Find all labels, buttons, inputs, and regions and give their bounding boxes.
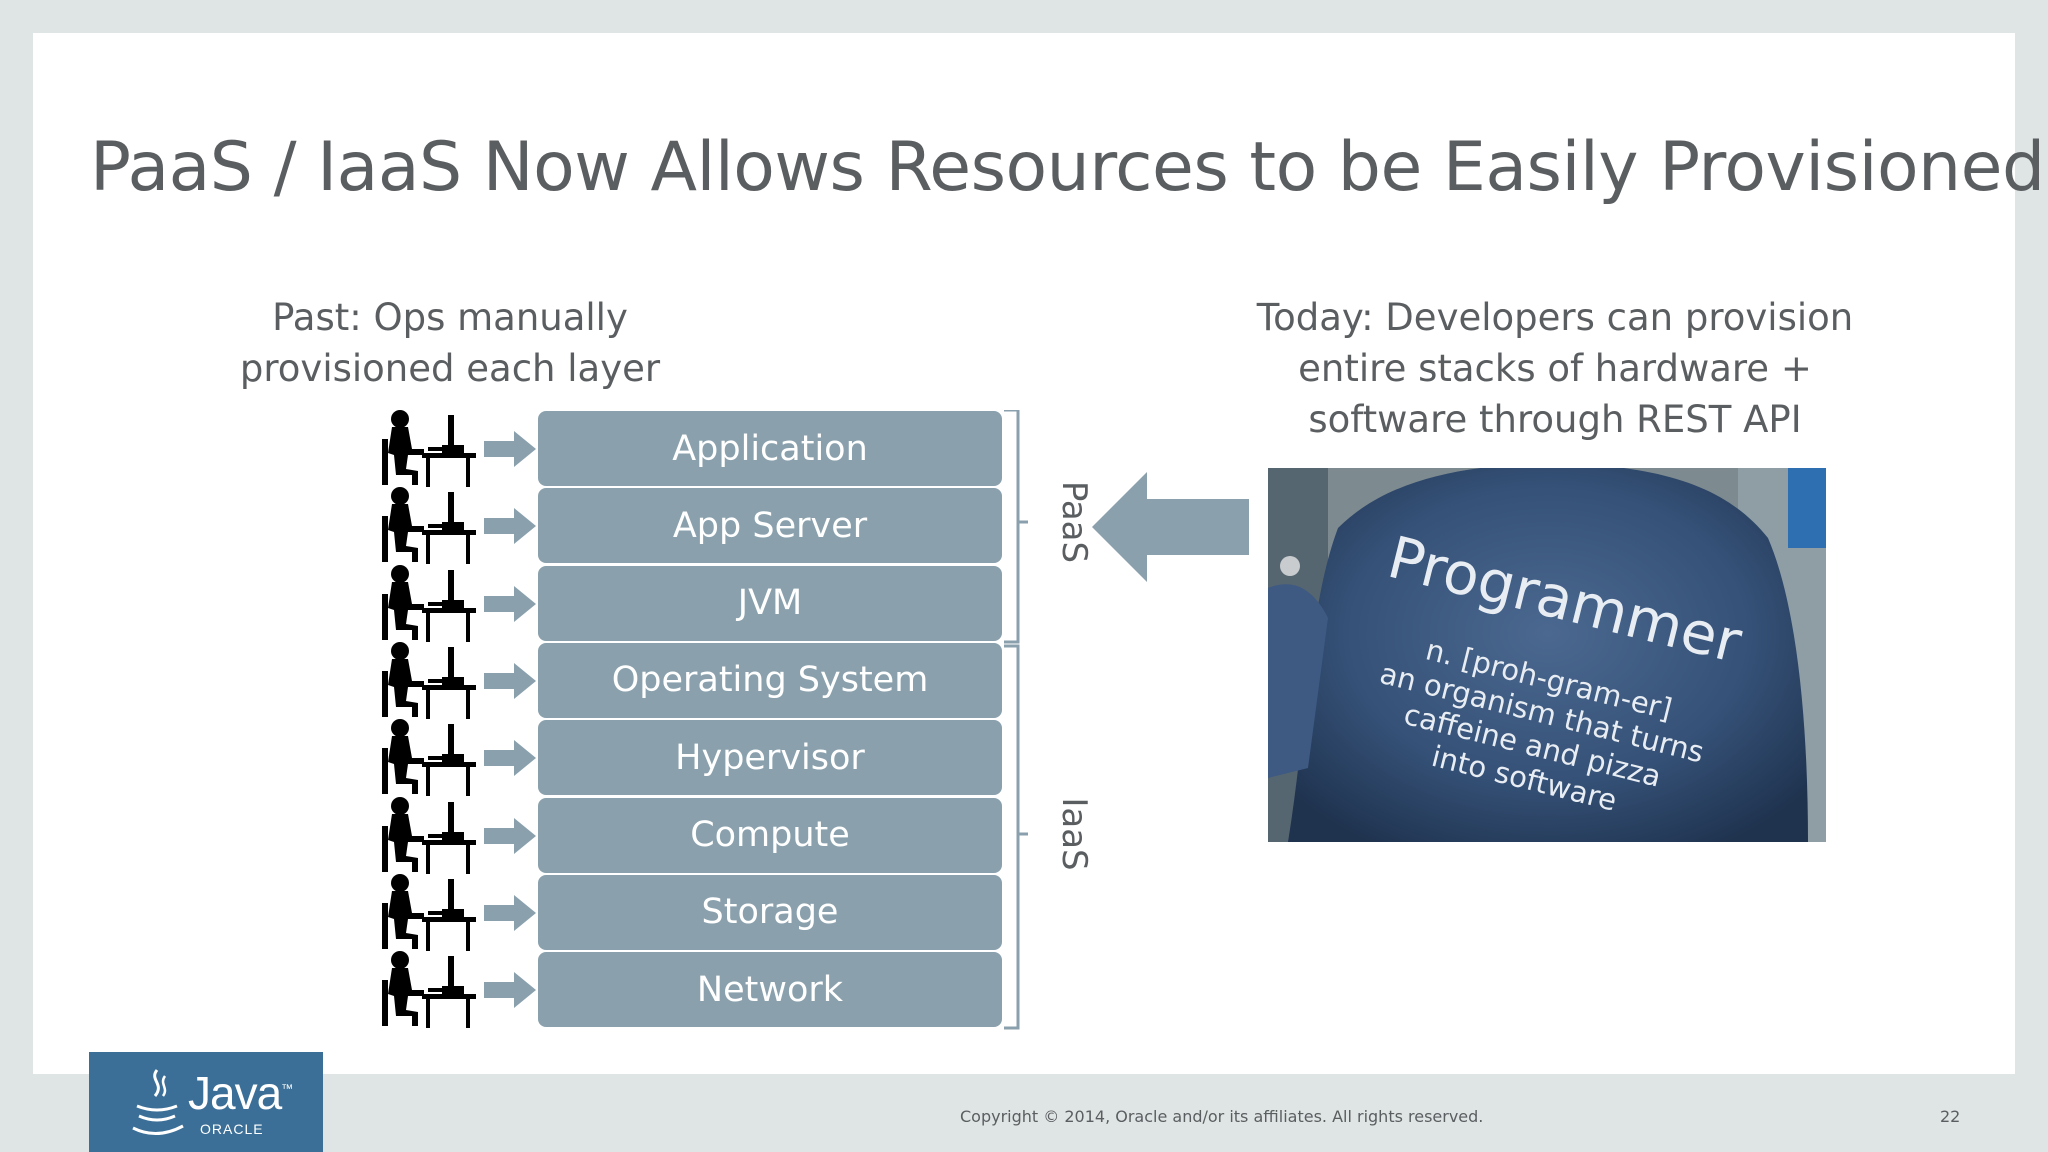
stack-layer-storage: Storage	[538, 874, 1002, 950]
page-number: 22	[1940, 1107, 1961, 1126]
iaas-label: IaaS	[1054, 797, 1094, 871]
stack-layer-network: Network	[538, 952, 1002, 1028]
photo-background	[1268, 468, 1826, 842]
operator-icon	[378, 564, 476, 642]
today-caption-line: software through REST API	[1308, 398, 1802, 441]
stack-layer-operating-system: Operating System	[538, 642, 1002, 718]
right-arrow-icon	[484, 894, 536, 931]
java-product-name: Java	[188, 1067, 282, 1119]
stack-layer-hypervisor: Hypervisor	[538, 720, 1002, 796]
operator-icon	[378, 641, 476, 719]
java-oracle-logo: Java™ ORACLE	[89, 1052, 323, 1152]
past-caption-line: Past: Ops manually	[272, 296, 628, 339]
java-trademark: ™	[281, 1081, 293, 1096]
right-arrow-icon	[484, 817, 536, 854]
stack-layer-app-server: App Server	[538, 488, 1002, 564]
programmer-shirt-photo: Programmer n. [proh-gram-er] an organism…	[1268, 468, 1826, 842]
operator-icon	[378, 486, 476, 565]
paas-label: PaaS	[1054, 480, 1094, 564]
operator-icon	[378, 409, 476, 487]
right-arrow-icon	[484, 972, 536, 1009]
stack-layer-compute: Compute	[538, 797, 1002, 873]
java-cup-icon	[132, 1069, 184, 1135]
today-caption-line: entire stacks of hardware +	[1298, 347, 1812, 390]
slide-title: PaaS / IaaS Now Allows Resources to be E…	[90, 128, 2045, 207]
layer-brackets	[1004, 410, 1028, 1030]
operator-icon	[378, 718, 476, 797]
stack-layer-jvm: JVM	[538, 565, 1002, 641]
right-arrow-icon	[484, 431, 536, 467]
past-caption: Past: Ops manually provisioned each laye…	[190, 292, 710, 394]
today-caption: Today: Developers can provision entire s…	[1225, 292, 1885, 445]
left-arrow-icon	[1092, 472, 1249, 582]
today-caption-line: Today: Developers can provision	[1256, 296, 1854, 339]
stack-layer-application: Application	[538, 411, 1002, 486]
oracle-wordmark: ORACLE	[200, 1121, 264, 1137]
right-arrow-icon	[484, 740, 536, 777]
java-wordmark: Java™	[188, 1066, 293, 1120]
operator-icon	[378, 950, 476, 1029]
right-arrow-icon	[484, 585, 536, 622]
right-arrow-icon	[484, 508, 536, 545]
operator-icon	[378, 873, 476, 951]
copyright-notice: Copyright © 2014, Oracle and/or its affi…	[960, 1107, 1484, 1126]
right-arrow-icon	[484, 662, 536, 699]
operator-icon	[378, 796, 476, 874]
past-caption-line: provisioned each layer	[239, 347, 661, 390]
